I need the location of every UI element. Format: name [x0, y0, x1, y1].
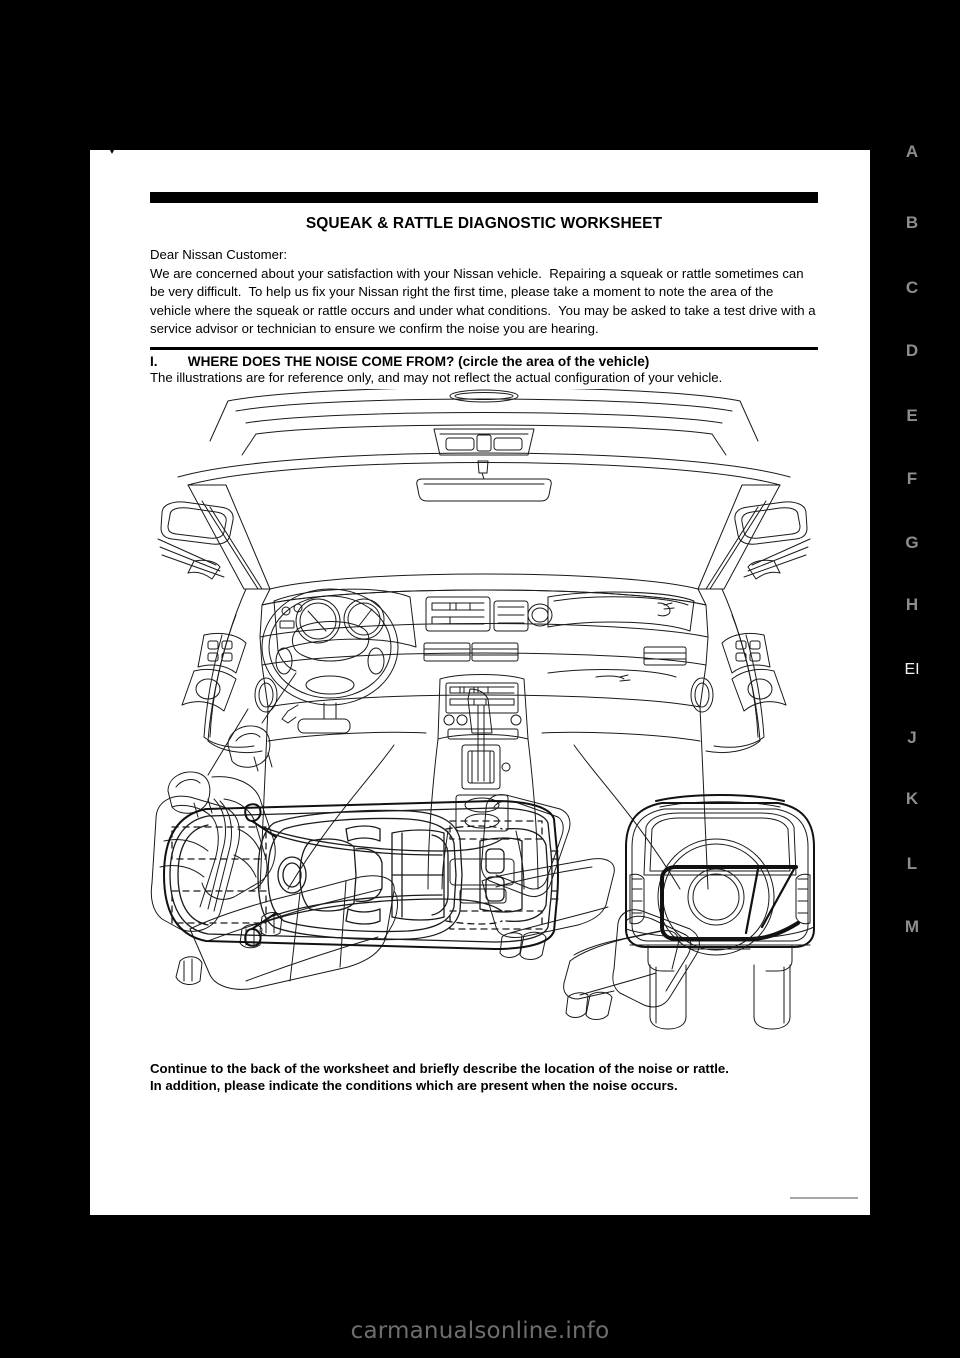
- footer-rule: [790, 1197, 858, 1199]
- section-tab-c[interactable]: C: [905, 278, 919, 297]
- suv-rear-view: [625, 793, 815, 1030]
- salutation-text: Dear Nissan Customer:: [150, 247, 288, 262]
- section-tab-j[interactable]: J: [907, 728, 917, 747]
- section-tab-l[interactable]: L: [906, 854, 918, 873]
- header-rule: [150, 192, 818, 203]
- document-page: SQUEAK & RATTLE DIAGNOSTIC WORKSHEET Dea…: [90, 146, 870, 1215]
- document-content: SQUEAK & RATTLE DIAGNOSTIC WORKSHEET Dea…: [150, 192, 818, 1095]
- section-tab-h[interactable]: H: [905, 595, 919, 614]
- section-tab-ei[interactable]: EI: [904, 661, 920, 678]
- section-note: The illustrations are for reference only…: [150, 369, 723, 385]
- section-tab-g[interactable]: G: [905, 533, 919, 552]
- section-divider-rule: [150, 346, 818, 350]
- closing-instructions: Continue to the back of the worksheet an…: [150, 1060, 729, 1094]
- sedan-top-view: [163, 799, 559, 950]
- section-tab-e[interactable]: E: [906, 406, 918, 425]
- intro-paragraph: We are concerned about your satisfaction…: [150, 265, 820, 337]
- interior-dashboard-view: [157, 388, 811, 904]
- section-tab-f[interactable]: F: [906, 469, 918, 488]
- section-heading: I. WHERE DOES THE NOISE COME FROM? (circ…: [150, 353, 650, 369]
- site-watermark: carmanualsonline.info: [350, 1318, 610, 1344]
- page-title: SQUEAK & RATTLE DIAGNOSTIC WORKSHEET: [305, 215, 663, 232]
- section-tab-m[interactable]: M: [904, 917, 920, 936]
- section-tab-a[interactable]: A: [905, 142, 919, 161]
- section-tab-k[interactable]: K: [905, 789, 919, 808]
- registration-mark-icon: [108, 146, 116, 154]
- vehicle-illustration-group: [150, 388, 818, 1054]
- section-tab-b[interactable]: B: [905, 213, 919, 232]
- section-tab-d[interactable]: D: [905, 341, 919, 360]
- section-tab-strip: A B C D E F G H EI J K L M: [870, 0, 960, 1358]
